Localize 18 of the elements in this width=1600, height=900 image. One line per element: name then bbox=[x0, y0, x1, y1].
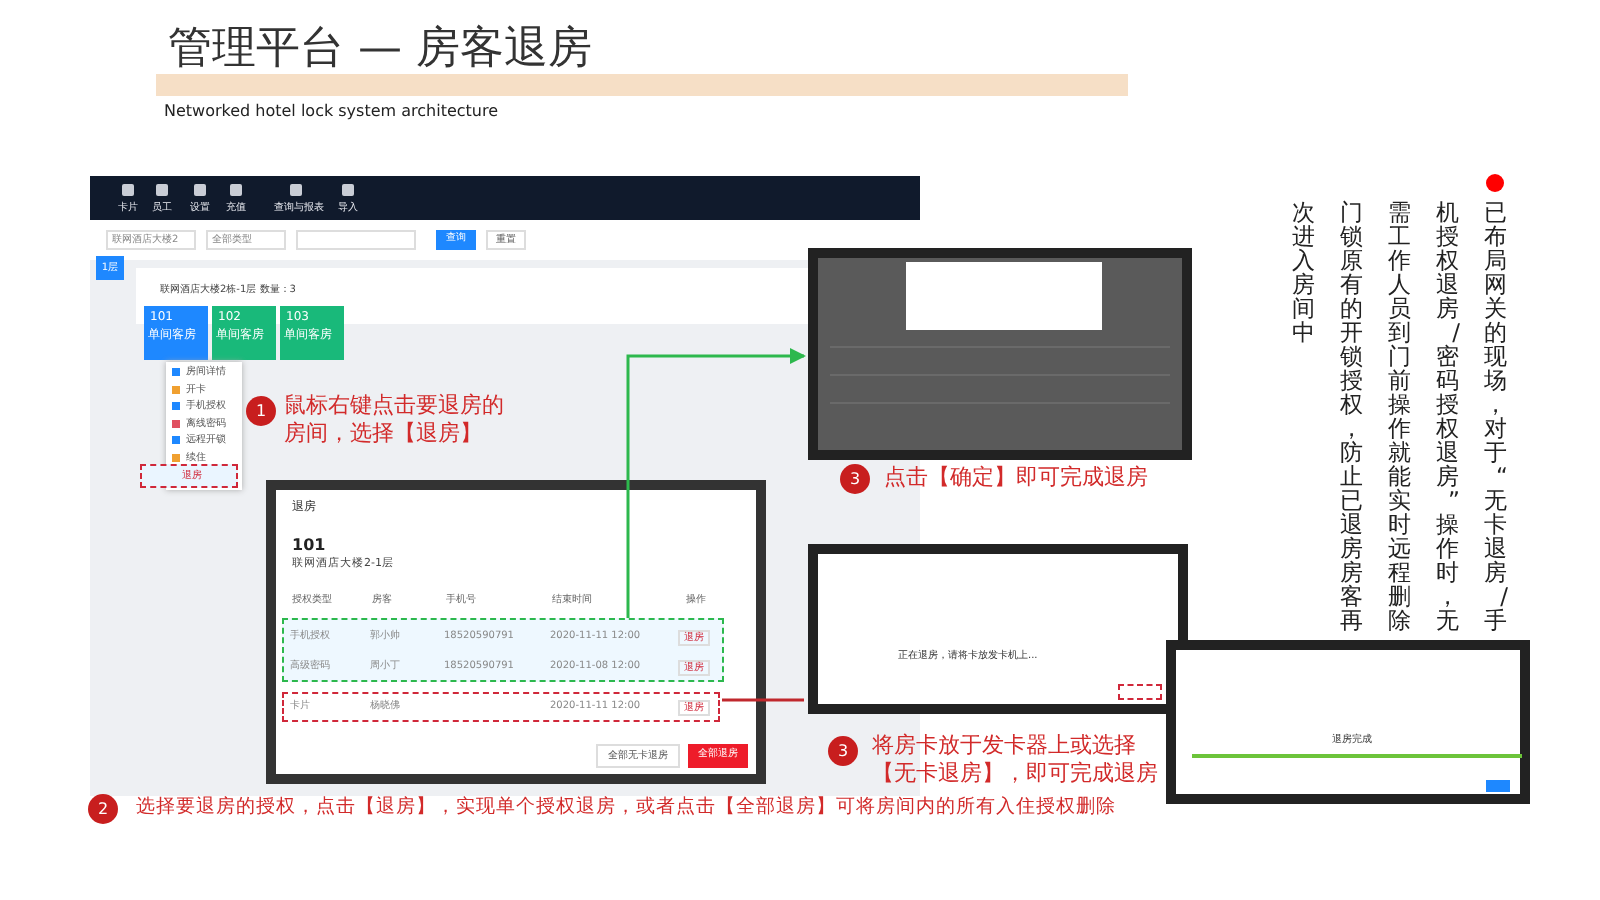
arrow bbox=[626, 348, 806, 618]
title: 管理平台 — 房客退房 bbox=[168, 24, 592, 77]
instruction-text: 将房卡放于发卡器上或选择【无卡退房】，即可完成退房 bbox=[872, 732, 1160, 790]
dashed-highlight-box bbox=[282, 618, 724, 682]
note-text: 已布局网关的现场，对于“无卡退房/手机授权退房/密码授权退房”操作时，无需工作人员到门前操作就能实时远程删除门锁原有的开锁授权，防止已退房房客再次进入房间中 bbox=[1290, 200, 1508, 634]
connector-line bbox=[722, 698, 804, 702]
subtitle: Networked hotel lock system architecture bbox=[164, 102, 499, 122]
dialog-window bbox=[266, 480, 766, 784]
dashed-highlight-box bbox=[282, 692, 720, 722]
screenshot bbox=[1166, 640, 1530, 804]
instruction-text: 点击【确定】即可完成退房 bbox=[884, 464, 1148, 491]
screenshot bbox=[808, 248, 1192, 460]
instruction-text: 选择要退房的授权，点击【退房】，实现单个授权退房，或者点击【全部退房】可将房间内的所有入住授权删除 bbox=[136, 796, 1116, 819]
screenshot bbox=[808, 544, 1188, 714]
callout-number: 2 bbox=[88, 794, 118, 824]
room-number: 101 bbox=[292, 536, 326, 556]
dashed-highlight-box bbox=[140, 464, 238, 488]
instruction-text: 鼠标右键点击要退房的房间，选择【退房】 bbox=[284, 392, 504, 450]
